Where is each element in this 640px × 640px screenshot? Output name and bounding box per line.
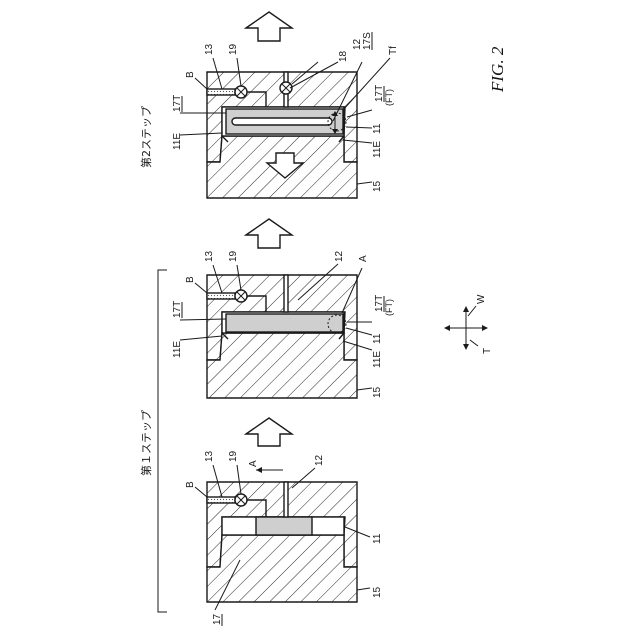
hollow-core <box>232 118 332 125</box>
gas-channel <box>284 275 288 312</box>
label-a: A <box>358 255 369 262</box>
direction-axes: W T <box>444 294 493 354</box>
pipe-13 <box>207 293 235 299</box>
label-12: 12 <box>352 38 363 50</box>
label-b: B <box>185 71 196 78</box>
move-up-arrow <box>246 219 292 248</box>
resin-layer <box>226 314 343 332</box>
label-15: 15 <box>372 180 383 192</box>
lower-mold <box>207 535 357 602</box>
pipe-13 <box>207 89 235 95</box>
label-19: 19 <box>228 250 239 262</box>
move-up-arrow <box>246 418 292 446</box>
label-11e-right: 11E <box>372 141 383 158</box>
lower-mold <box>207 333 357 398</box>
resin-block <box>256 517 312 535</box>
label-11: 11 <box>372 533 383 544</box>
label-13: 13 <box>204 250 215 262</box>
label-17s: 17S <box>362 32 373 50</box>
second-step-label: 第2ステップ <box>139 106 153 168</box>
label-11: 11 <box>372 123 383 134</box>
move-up-arrow <box>246 12 292 41</box>
first-step-bracket <box>158 270 167 612</box>
pipe-13 <box>207 497 235 503</box>
label-15: 15 <box>372 386 383 398</box>
label-11e: 11E <box>172 341 183 358</box>
label-tf: Tf <box>388 46 399 55</box>
label-12: 12 <box>314 454 325 466</box>
label-19: 19 <box>228 43 239 55</box>
label-19: 19 <box>228 450 239 462</box>
label-ft: (FT) <box>384 299 394 316</box>
panel-step2: B 13 19 17S 12 18 Tf 11E 17T 17T (FT) 11… <box>172 12 399 198</box>
axis-t-label: T <box>482 348 493 354</box>
label-11: 11 <box>372 333 383 344</box>
label-ft: (FT) <box>384 89 394 106</box>
panel-step1: B 13 19 12 A 11E 17T 17T (FT) 11 11E 15 <box>172 219 394 398</box>
first-step-label: 第１ステップ <box>139 410 153 476</box>
label-11e-right: 11E <box>372 351 383 368</box>
label-a: A <box>248 460 259 467</box>
figure-title: FIG. 2 <box>488 46 507 93</box>
label-b: B <box>185 481 196 488</box>
label-17t: 17T <box>172 301 183 318</box>
label-11e: 11E <box>172 133 183 150</box>
label-17t: 17T <box>172 95 183 112</box>
gas-channel <box>284 482 288 517</box>
label-15: 15 <box>372 586 383 598</box>
axis-w-label: W <box>476 294 487 304</box>
label-13: 13 <box>204 450 215 462</box>
label-b: B <box>185 276 196 283</box>
label-13: 13 <box>204 43 215 55</box>
panel-initial: B 13 19 A 12 11 15 17 <box>185 418 383 626</box>
label-17: 17 <box>212 613 223 625</box>
label-12: 12 <box>334 250 345 262</box>
label-18: 18 <box>338 50 349 62</box>
